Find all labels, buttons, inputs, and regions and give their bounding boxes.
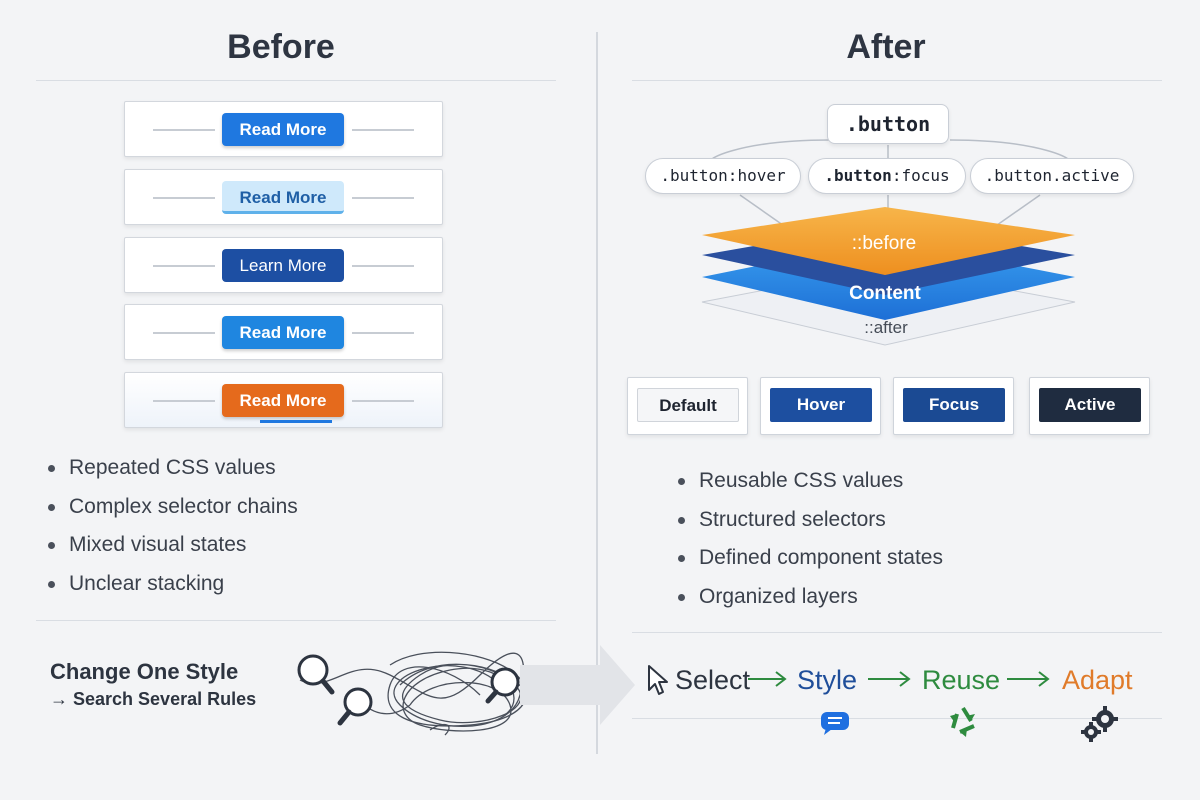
selector-focus-base: .button bbox=[824, 166, 892, 185]
focus-state-button[interactable]: Focus bbox=[903, 388, 1005, 422]
before-layer-label: ::before bbox=[851, 233, 917, 254]
card-dash bbox=[352, 332, 414, 334]
focus-underline bbox=[260, 420, 332, 423]
active-state-button[interactable]: Active bbox=[1039, 388, 1141, 422]
after-bottom-divider bbox=[632, 718, 1162, 719]
recycle-icon bbox=[950, 706, 975, 737]
card-dash bbox=[153, 400, 215, 402]
change-subtitle: → Search Several Rules bbox=[50, 689, 257, 709]
card-dash bbox=[352, 265, 414, 267]
before-title: Before bbox=[227, 28, 335, 66]
selector-active: .button.active bbox=[970, 158, 1134, 194]
before-footer-divider bbox=[36, 620, 556, 621]
layer-stack bbox=[701, 207, 1076, 346]
hover-state-button[interactable]: Hover bbox=[770, 388, 872, 422]
card-dash bbox=[153, 129, 215, 131]
selector-focus-pseudo: :focus bbox=[891, 166, 950, 185]
before-bullet-list: Repeated CSS values Complex selector cha… bbox=[46, 452, 298, 606]
flow-arrow bbox=[868, 671, 911, 687]
card-dash bbox=[153, 265, 215, 267]
after-layer-label: ::after bbox=[864, 318, 908, 337]
before-card-1: Read More bbox=[124, 101, 443, 157]
before-layer-shape bbox=[702, 207, 1075, 275]
list-item: Reusable CSS values bbox=[676, 465, 943, 504]
learn-more-button[interactable]: Learn More bbox=[222, 249, 344, 282]
chat-icon bbox=[821, 712, 849, 735]
flow-adapt: Adapt bbox=[1062, 665, 1133, 695]
tangle-illustration bbox=[297, 651, 527, 736]
list-item: Repeated CSS values bbox=[46, 452, 298, 491]
default-state-button[interactable]: Default bbox=[637, 388, 739, 422]
selector-hover: .button:hover bbox=[645, 158, 801, 194]
magnifier-icon bbox=[297, 654, 335, 695]
flow-style: Style bbox=[797, 665, 858, 695]
selector-focus: .button:focus bbox=[808, 158, 966, 194]
before-card-4: Read More bbox=[124, 304, 443, 360]
before-card-2: Read More bbox=[124, 169, 443, 225]
list-item: Mixed visual states bbox=[46, 529, 298, 568]
change-title: Change One Style bbox=[50, 659, 239, 684]
read-more-button-4[interactable]: Read More bbox=[222, 316, 344, 349]
transition-arrow bbox=[520, 645, 635, 725]
list-item: Defined component states bbox=[676, 542, 943, 581]
flow-select: Select bbox=[675, 665, 751, 695]
list-item: Complex selector chains bbox=[46, 491, 298, 530]
list-item: Structured selectors bbox=[676, 504, 943, 543]
state-card-focus: Focus bbox=[893, 377, 1014, 435]
before-card-5: Read More bbox=[124, 372, 443, 428]
list-item: Organized layers bbox=[676, 581, 943, 620]
after-title-divider bbox=[632, 80, 1162, 81]
cursor-icon bbox=[648, 665, 668, 695]
state-card-default: Default bbox=[627, 377, 748, 435]
before-title-divider bbox=[36, 80, 556, 81]
after-footer-divider bbox=[632, 632, 1162, 633]
gears-icon bbox=[1081, 706, 1118, 742]
state-card-active: Active bbox=[1029, 377, 1150, 435]
state-card-hover: Hover bbox=[760, 377, 881, 435]
list-item: Unclear stacking bbox=[46, 568, 298, 607]
content-layer-label: Content bbox=[849, 283, 921, 304]
panel-divider bbox=[596, 32, 598, 754]
flow-arrow bbox=[1007, 671, 1050, 687]
selector-button: .button bbox=[827, 104, 949, 144]
card-dash bbox=[153, 332, 215, 334]
magnifier-icon bbox=[337, 687, 373, 726]
flow-arrow bbox=[748, 671, 787, 687]
card-dash bbox=[352, 129, 414, 131]
before-card-3: Learn More bbox=[124, 237, 443, 293]
card-dash bbox=[352, 197, 414, 199]
after-title: After bbox=[846, 28, 926, 66]
magnifier-icon bbox=[485, 667, 520, 704]
flow-reuse: Reuse bbox=[922, 665, 1001, 695]
card-dash bbox=[153, 197, 215, 199]
card-dash bbox=[352, 400, 414, 402]
read-more-button-5[interactable]: Read More bbox=[222, 384, 344, 417]
after-bullet-list: Reusable CSS values Structured selectors… bbox=[676, 465, 943, 619]
read-more-button-2[interactable]: Read More bbox=[222, 181, 344, 214]
read-more-button-1[interactable]: Read More bbox=[222, 113, 344, 146]
